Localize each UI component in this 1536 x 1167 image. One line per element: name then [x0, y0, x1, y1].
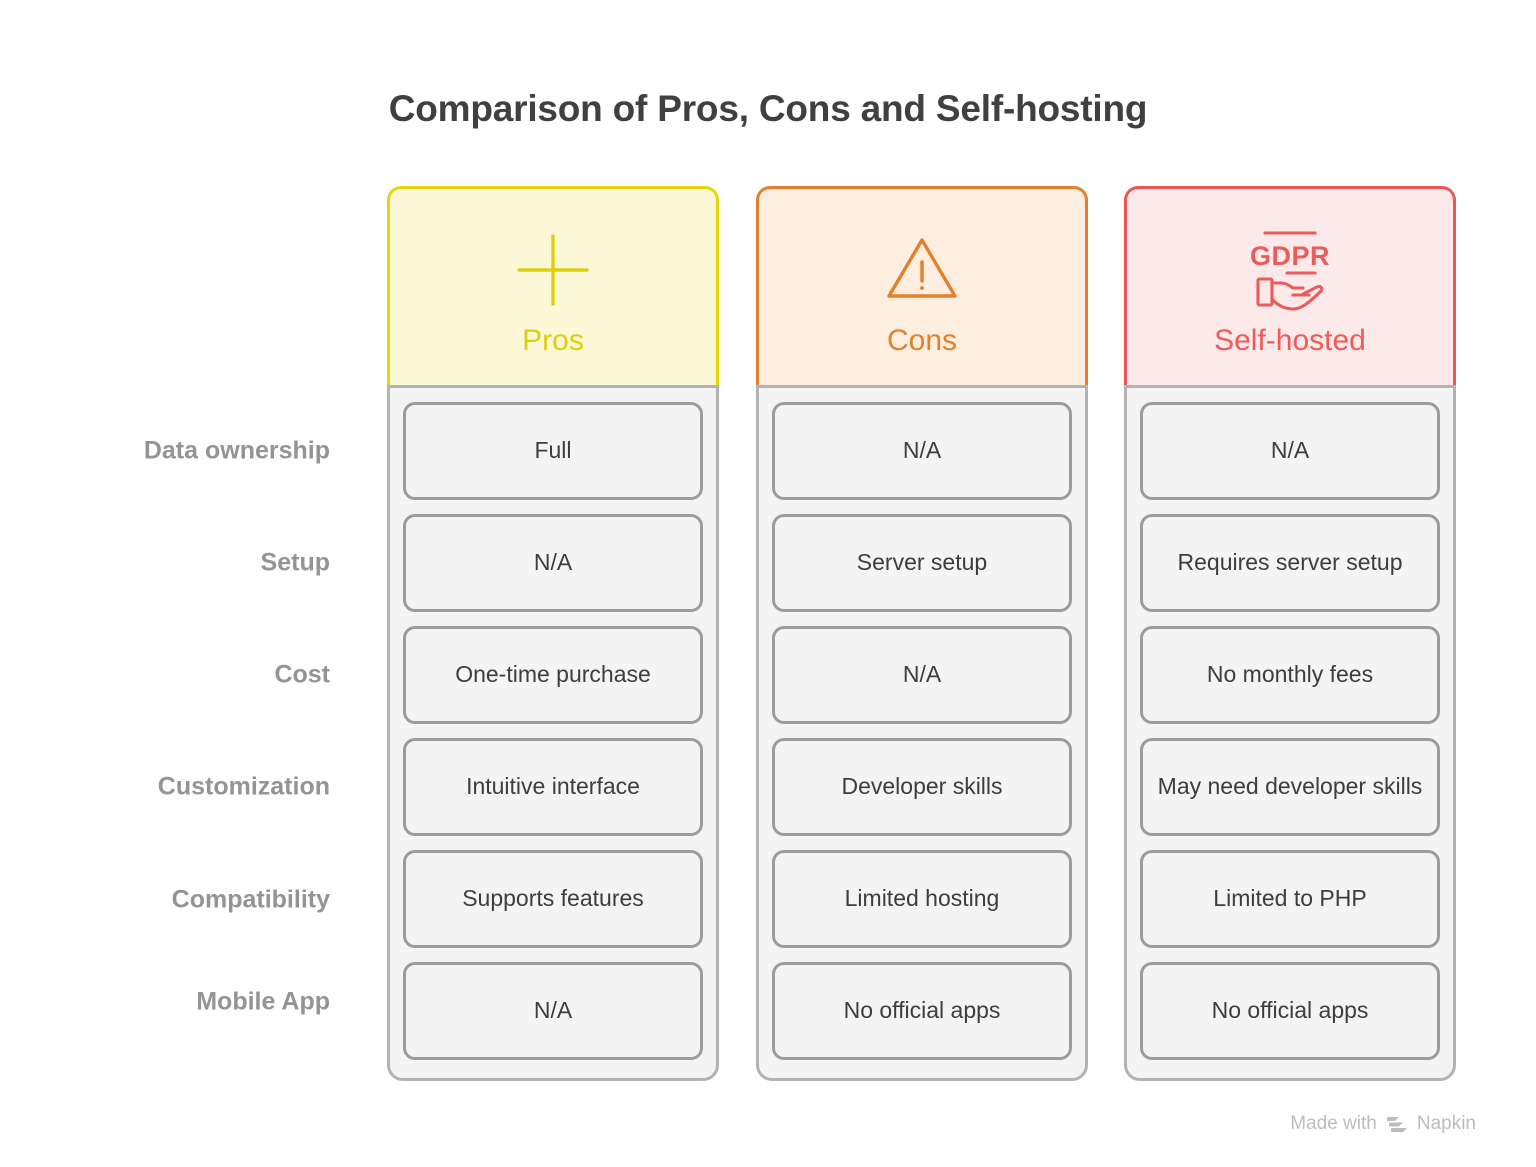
cell-pros-mobile-app[interactable]: N/A	[403, 962, 703, 1060]
column-header-pros[interactable]: Pros	[387, 186, 719, 385]
plus-icon	[512, 218, 594, 322]
cell-cons-mobile-app[interactable]: No official apps	[772, 962, 1072, 1060]
row-label-cost: Cost	[274, 660, 330, 689]
cell-self-hosted-cost[interactable]: No monthly fees	[1140, 626, 1440, 724]
cell-self-hosted-mobile-app[interactable]: No official apps	[1140, 962, 1440, 1060]
watermark-brand: Napkin	[1416, 1113, 1476, 1134]
page-title: Comparison of Pros, Cons and Self-hostin…	[388, 88, 1148, 129]
row-label-customization: Customization	[157, 772, 330, 801]
cell-cons-compatibility[interactable]: Limited hosting	[772, 850, 1072, 948]
row-label-mobile-app: Mobile App	[196, 987, 330, 1016]
column-title-pros: Pros	[522, 324, 584, 357]
cell-pros-setup[interactable]: N/A	[403, 514, 703, 612]
column-cons: Cons N/A Server setup N/A Developer skil…	[756, 186, 1088, 1081]
gdpr-hand-icon: GDPR	[1243, 218, 1337, 322]
cell-cons-customization[interactable]: Developer skills	[772, 738, 1072, 836]
column-header-cons[interactable]: Cons	[756, 186, 1088, 385]
warning-triangle-icon	[881, 218, 963, 322]
cell-cons-setup[interactable]: Server setup	[772, 514, 1072, 612]
column-self-hosted: GDPR Self-hosted N/A Requires server set…	[1124, 186, 1456, 1081]
napkin-logo-icon	[1386, 1114, 1408, 1134]
cell-self-hosted-setup[interactable]: Requires server setup	[1140, 514, 1440, 612]
column-body-cons: N/A Server setup N/A Developer skills Li…	[756, 385, 1088, 1081]
column-pros: Pros Full N/A One-time purchase Intuitiv…	[387, 186, 719, 1081]
cell-pros-cost[interactable]: One-time purchase	[403, 626, 703, 724]
cell-self-hosted-customization[interactable]: May need developer skills	[1140, 738, 1440, 836]
column-body-pros: Full N/A One-time purchase Intuitive int…	[387, 385, 719, 1081]
cell-pros-compatibility[interactable]: Supports features	[403, 850, 703, 948]
cell-pros-data-ownership[interactable]: Full	[403, 402, 703, 500]
column-body-self-hosted: N/A Requires server setup No monthly fee…	[1124, 385, 1456, 1081]
cell-cons-data-ownership[interactable]: N/A	[772, 402, 1072, 500]
cell-self-hosted-compatibility[interactable]: Limited to PHP	[1140, 850, 1440, 948]
row-label-data-ownership: Data ownership	[143, 436, 330, 465]
watermark-prefix: Made with	[1290, 1113, 1377, 1134]
svg-text:GDPR: GDPR	[1250, 241, 1330, 271]
cell-self-hosted-data-ownership[interactable]: N/A	[1140, 402, 1440, 500]
cell-cons-cost[interactable]: N/A	[772, 626, 1072, 724]
column-title-self-hosted: Self-hosted	[1214, 324, 1366, 357]
cell-pros-customization[interactable]: Intuitive interface	[403, 738, 703, 836]
column-title-cons: Cons	[886, 324, 958, 357]
row-label-compatibility: Compatibility	[171, 885, 330, 914]
column-header-self-hosted[interactable]: GDPR Self-hosted	[1124, 186, 1456, 385]
row-label-setup: Setup	[260, 548, 330, 577]
napkin-watermark: Made with Napkin	[1290, 1113, 1476, 1135]
